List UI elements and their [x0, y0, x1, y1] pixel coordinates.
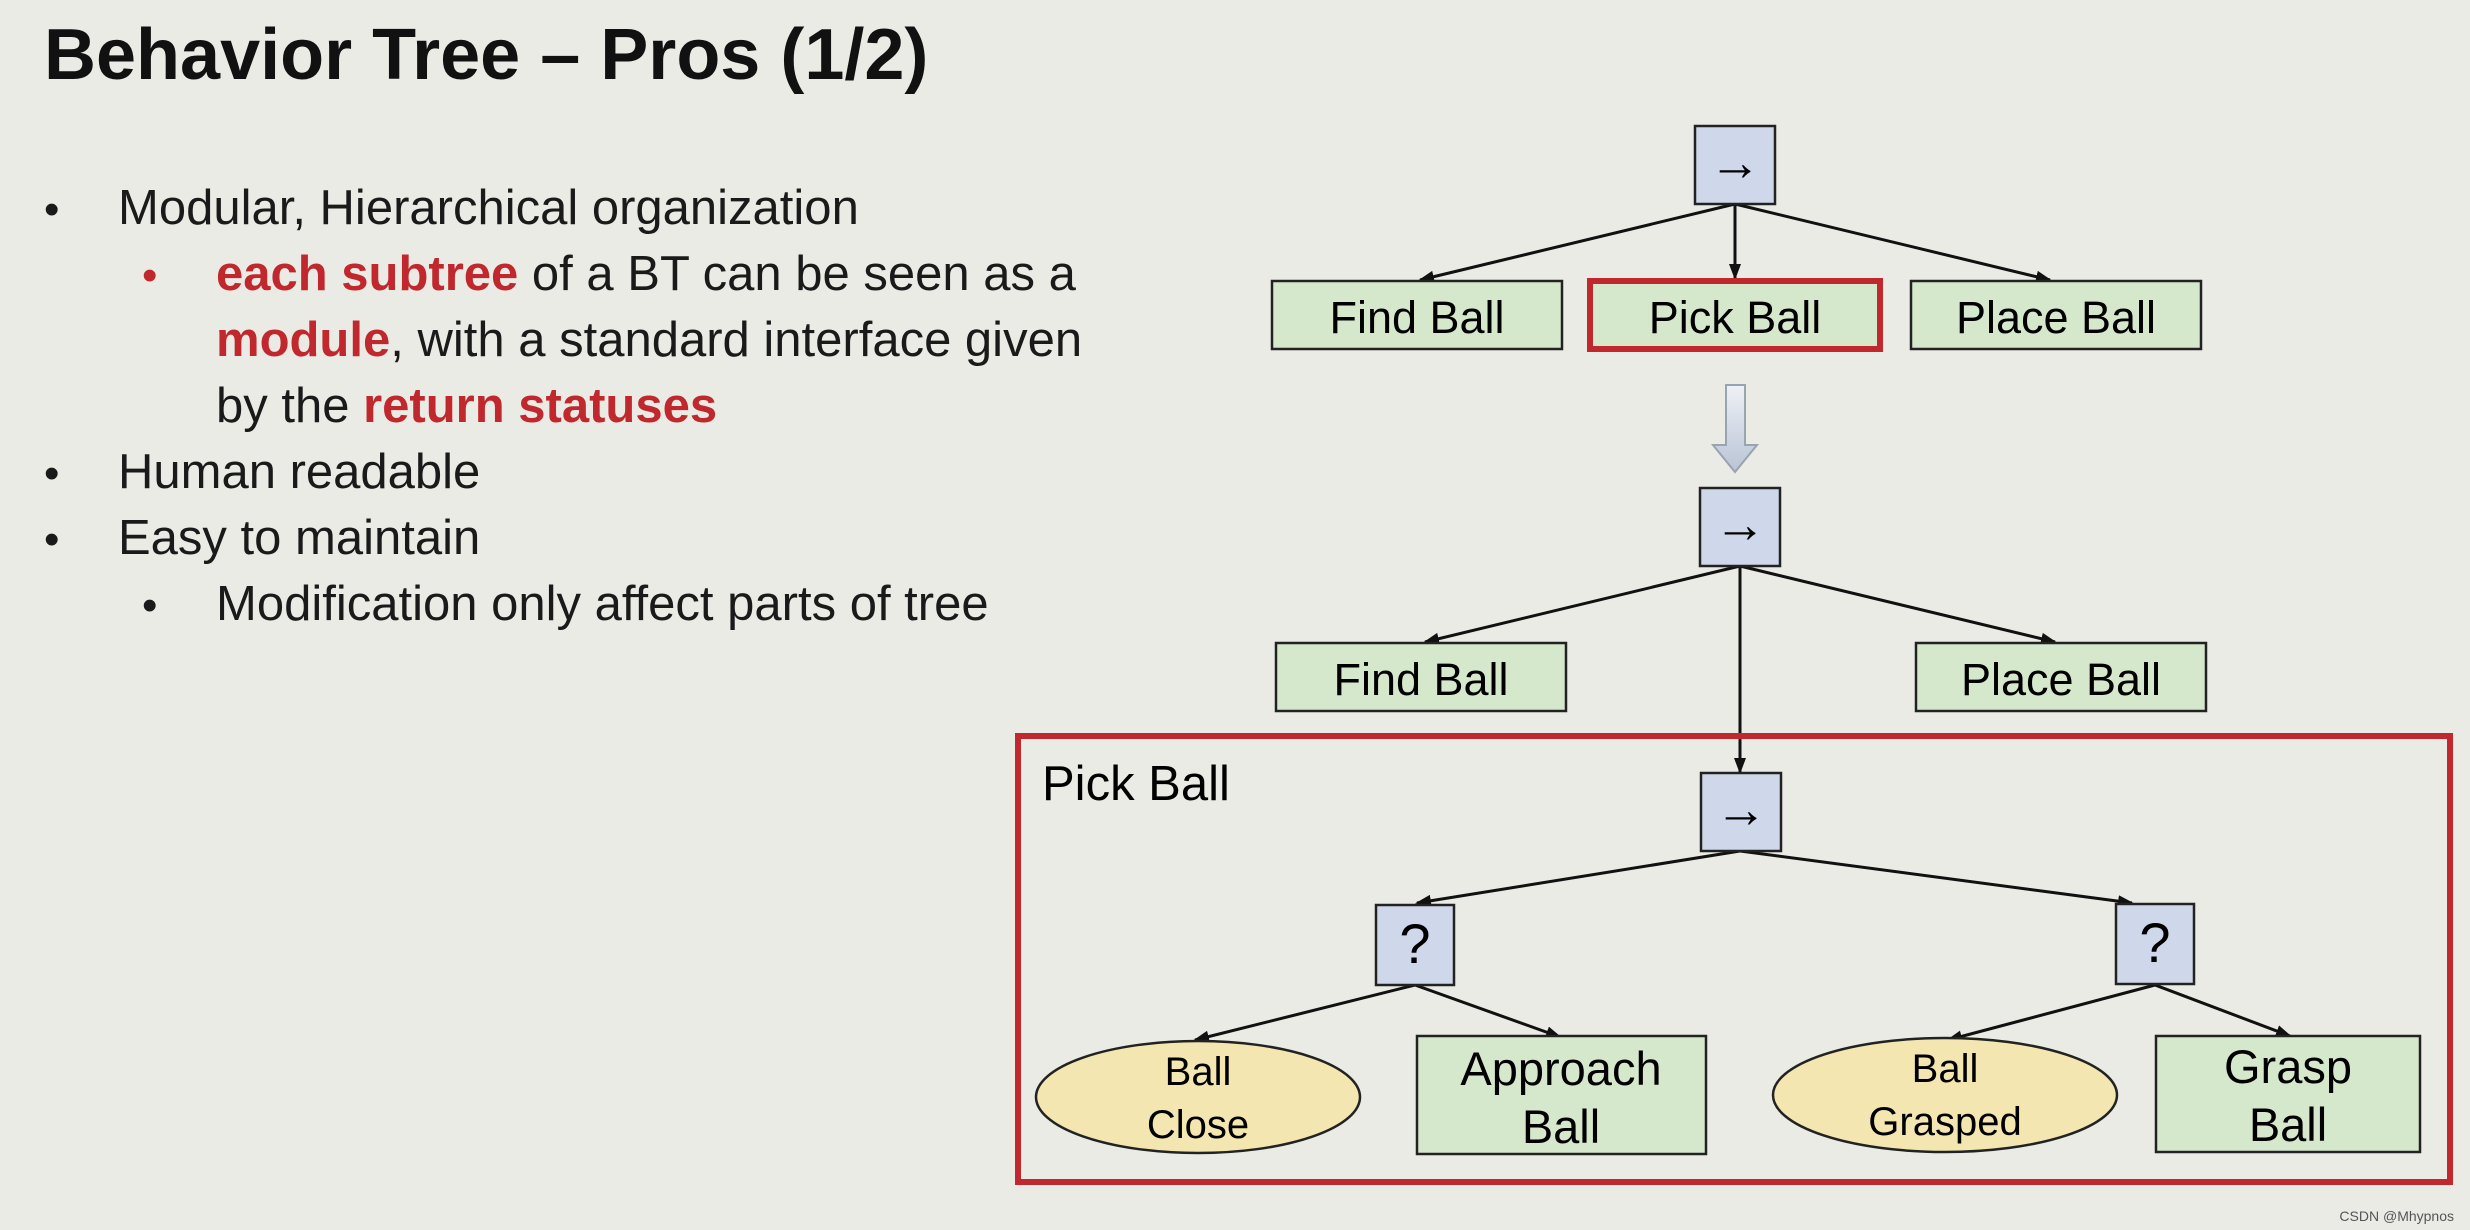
action-label: Place Ball [1961, 654, 2161, 705]
condition-label-line2: Close [1147, 1103, 1249, 1147]
edge [2154, 983, 2292, 1038]
sub-bullet-subtree-line2: module, with a standard interface given [216, 312, 1082, 368]
sequence-node-top: → [1693, 124, 1777, 206]
action-approach-ball: Approach Ball [1415, 1034, 1708, 1156]
sub-bullet-modification: Modification only affect parts of tree [216, 577, 989, 631]
edge [1414, 983, 1562, 1039]
action-label-line2: Ball [2249, 1098, 2327, 1151]
action-grasp-ball: Grasp Ball [2154, 1034, 2422, 1154]
edge [1418, 202, 1736, 283]
highlight-module: module [216, 313, 391, 367]
edge [1734, 202, 2052, 283]
subtree-highlight-frame [1015, 733, 2453, 1185]
text-segment: , with a standard interface given [390, 313, 1083, 367]
action-find-ball-expanded: Find Ball [1274, 641, 1568, 713]
text-segment: of a BT can be seen as a [518, 247, 1076, 301]
bullet-marker: • [44, 515, 60, 564]
top-tree: → Find Ball Pick Ball Place Ball [1270, 124, 2203, 352]
action-pick-ball-top-highlighted: Pick Ball [1587, 278, 1883, 352]
action-label: Find Ball [1333, 654, 1508, 705]
sub-bullet-subtree-line3: by the return statuses [216, 378, 717, 434]
sequence-arrow-icon: → [1714, 496, 1766, 554]
fallback-question-icon: ? [1399, 912, 1430, 975]
edge [1946, 983, 2156, 1043]
text-segment: by the [216, 379, 364, 433]
action-label: Place Ball [1956, 292, 2156, 343]
condition-label-line1: Ball [1912, 1047, 1979, 1091]
sub-bullet-subtree-line1: each subtree of a BT can be seen as a [216, 246, 1076, 302]
bullet-marker: • [44, 449, 60, 498]
action-label: Pick Ball [1649, 292, 1822, 343]
edge [1739, 849, 2134, 908]
action-place-ball-top: Place Ball [1909, 279, 2203, 351]
expand-down-arrow-icon [1710, 384, 1760, 474]
sequence-arrow-icon: → [1715, 781, 1767, 839]
fallback-question-icon: ? [2139, 911, 2170, 974]
bullet-modular: Modular, Hierarchical organization [118, 181, 859, 235]
edge [1739, 564, 2057, 645]
action-label: Find Ball [1329, 292, 1504, 343]
action-find-ball-top: Find Ball [1270, 279, 1564, 351]
sequence-node-subtree: → [1699, 771, 1783, 853]
watermark: CSDN @Mhypnos [2339, 1208, 2454, 1224]
edge [1415, 849, 1741, 907]
action-label-line2: Ball [1522, 1100, 1600, 1153]
expanded-tree: → Find Ball Place Ball [1274, 486, 2208, 774]
fallback-node-right: ? [2114, 902, 2196, 986]
bullet-marker: • [44, 185, 60, 234]
fallback-node-left: ? [1374, 903, 1456, 987]
action-label-line1: Grasp [2224, 1040, 2352, 1093]
condition-label-line1: Ball [1165, 1050, 1232, 1094]
condition-ball-grasped: Ball Grasped [1771, 1036, 2119, 1154]
subtree-label: Pick Ball [1042, 757, 1230, 811]
condition-ball-close: Ball Close [1034, 1039, 1362, 1155]
highlight-return-statuses: return statuses [363, 379, 718, 433]
slide-title: Behavior Tree – Pros (1/2) [44, 15, 929, 95]
edge [1193, 983, 1416, 1043]
action-place-ball-expanded: Place Ball [1914, 641, 2208, 713]
pick-ball-subtree: Pick Ball → ? Ball Close Approach [1015, 733, 2453, 1185]
condition-label-line2: Grasped [1868, 1100, 2021, 1144]
edge [1423, 564, 1741, 645]
sequence-arrow-icon: → [1709, 134, 1761, 192]
sequence-node-expanded: → [1698, 486, 1782, 568]
sub-bullet-marker: • [142, 581, 158, 630]
action-label-line1: Approach [1460, 1042, 1661, 1095]
sub-bullet-marker: • [142, 251, 158, 300]
bullet-human-readable: Human readable [118, 445, 481, 499]
bullet-easy-maintain: Easy to maintain [118, 511, 481, 565]
highlight-each-subtree: each subtree [216, 247, 519, 301]
